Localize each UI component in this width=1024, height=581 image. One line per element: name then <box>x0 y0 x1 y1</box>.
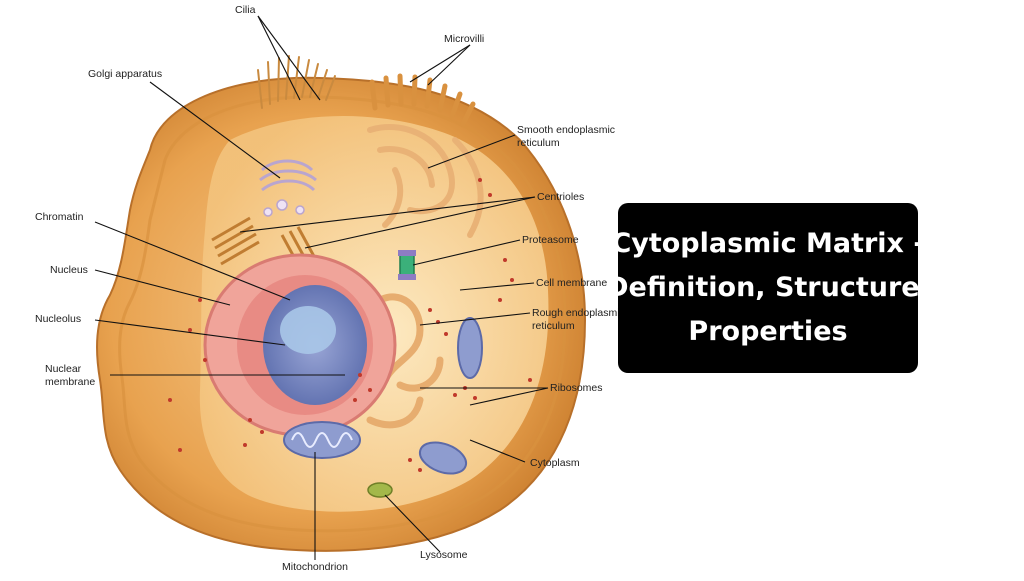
title-line-3: Properties <box>688 316 848 347</box>
leader-lines <box>94 15 549 560</box>
title-line-1: Cytoplasmic Matrix - <box>611 228 925 259</box>
label-cell-membrane: Cell membrane <box>536 277 607 289</box>
label-golgi-apparatus: Golgi apparatus <box>88 68 162 80</box>
label-smooth-er-line2: reticulum <box>517 137 560 149</box>
label-ribosomes: Ribosomes <box>550 382 603 394</box>
label-lysosome: Lysosome <box>420 549 468 561</box>
title-line-2: Definition, Structure, <box>606 272 930 303</box>
label-nucleolus: Nucleolus <box>35 313 81 325</box>
cilia <box>257 55 336 109</box>
label-rough-er-line1: Rough endoplasmic <box>532 307 625 319</box>
label-smooth-er-line1: Smooth endoplasmic <box>517 124 615 136</box>
label-microvilli: Microvilli <box>444 33 484 45</box>
microvilli <box>369 73 476 127</box>
label-cilia: Cilia <box>235 4 256 16</box>
label-nuclear-membrane-line1: Nuclear <box>45 363 82 375</box>
label-chromatin: Chromatin <box>35 211 84 223</box>
label-nuclear-membrane-line2: membrane <box>45 376 95 388</box>
label-mitochondrion: Mitochondrion <box>282 561 348 573</box>
lysosome <box>367 482 393 498</box>
ribosomes <box>168 178 532 472</box>
labels: Cilia Microvilli Golgi apparatus Smooth … <box>35 4 625 573</box>
label-proteasome: Proteasome <box>522 234 579 246</box>
label-cytoplasm: Cytoplasm <box>530 457 580 469</box>
label-rough-er-line2: reticulum <box>532 320 575 332</box>
cell-membrane <box>118 95 567 533</box>
rough-er <box>366 293 444 429</box>
mitochondria <box>283 317 483 475</box>
label-nucleus: Nucleus <box>50 264 88 276</box>
nucleolus <box>280 306 336 354</box>
label-centrioles: Centrioles <box>537 191 584 203</box>
title-box: Cytoplasmic Matrix - Definition, Structu… <box>606 203 930 373</box>
nucleus <box>203 253 397 437</box>
